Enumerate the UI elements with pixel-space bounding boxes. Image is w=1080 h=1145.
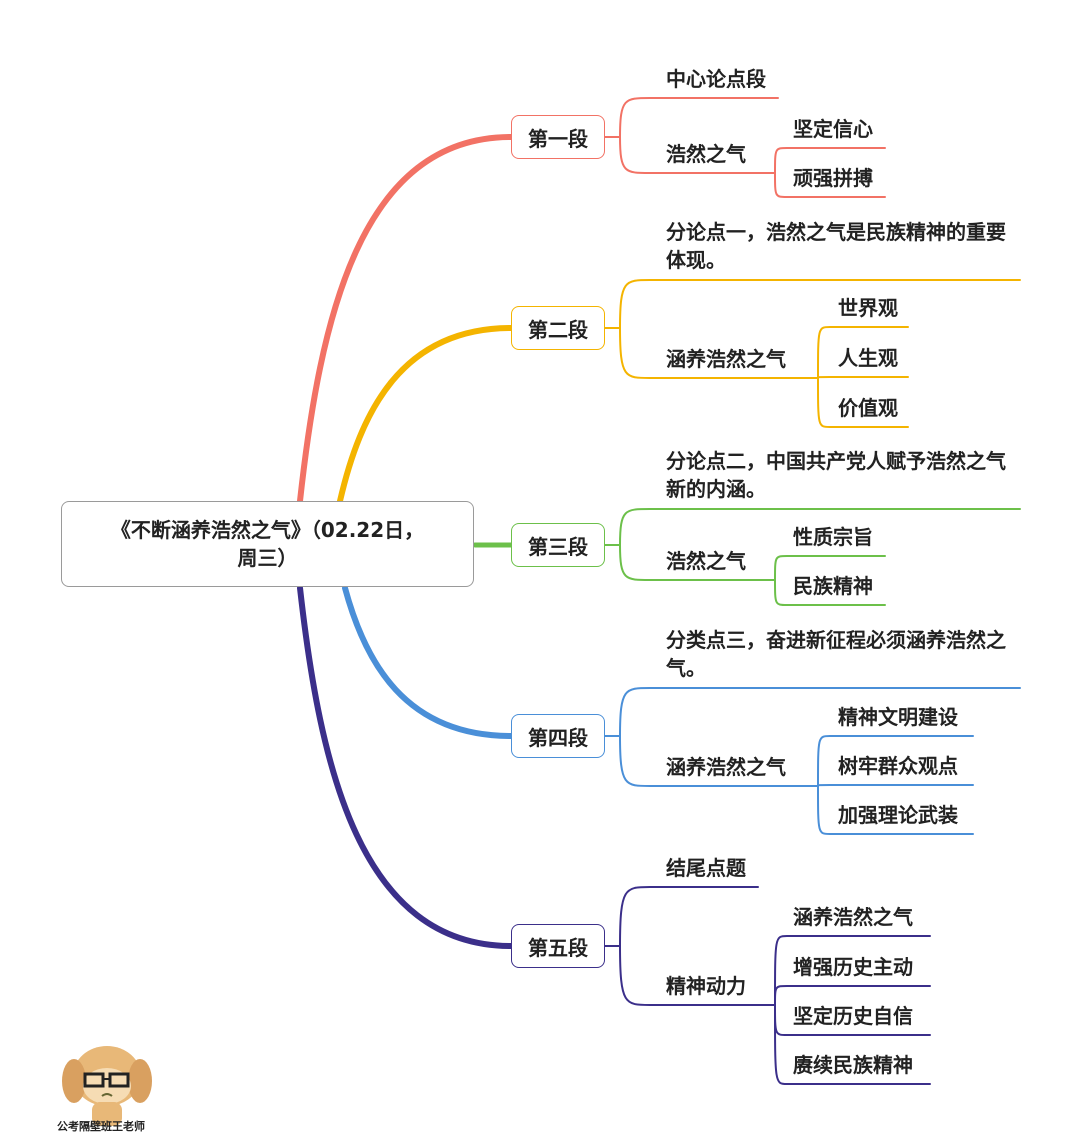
child-underline — [619, 136, 776, 174]
mascot-dog-logo — [62, 1046, 152, 1126]
section-label: 第五段 — [528, 935, 588, 960]
grandchild-underline — [774, 1004, 931, 1085]
grandchild-topic[interactable]: 涵养浩然之气 — [793, 905, 913, 929]
grandchild-topic[interactable]: 坚定信心 — [793, 117, 873, 141]
child-underline — [619, 97, 779, 138]
child-topic[interactable]: 浩然之气 — [666, 142, 746, 166]
child-underline — [619, 508, 1021, 546]
grandchild-underline — [817, 326, 909, 379]
child-underline — [619, 687, 1021, 737]
grandchild-underline — [774, 579, 886, 606]
branch-line — [342, 585, 514, 739]
grandchild-underline — [817, 735, 974, 787]
grandchild-underline — [817, 784, 974, 787]
grandchild-underline — [774, 985, 931, 1006]
grandchild-topic[interactable]: 价值观 — [838, 396, 898, 420]
grandchild-topic[interactable]: 世界观 — [838, 296, 898, 320]
child-underline — [619, 735, 819, 787]
grandchild-underline — [774, 172, 886, 198]
child-underline — [619, 544, 776, 581]
child-topic[interactable]: 分论点一，浩然之气是民族精神的重要体现。 — [666, 220, 1006, 272]
child-topic[interactable]: 中心论点段 — [666, 67, 766, 91]
grandchild-underline — [817, 377, 909, 428]
grandchild-topic[interactable]: 精神文明建设 — [838, 705, 958, 729]
grandchild-topic[interactable]: 顽强拼搏 — [793, 166, 873, 190]
child-underline — [619, 279, 1021, 329]
grandchild-topic[interactable]: 民族精神 — [793, 574, 873, 598]
watermark-caption: 公考隔壁班王老师 — [57, 1120, 145, 1133]
branch-line — [297, 585, 514, 949]
section-node-1[interactable]: 第一段 — [511, 115, 605, 159]
grandchild-topic[interactable]: 性质宗旨 — [793, 525, 873, 549]
grandchild-underline — [774, 555, 886, 581]
child-topic[interactable]: 精神动力 — [666, 974, 746, 998]
child-topic[interactable]: 涵养浩然之气 — [666, 755, 786, 779]
section-label: 第一段 — [528, 126, 588, 151]
branch-line — [297, 134, 514, 504]
root-title: 《不断涵养浩然之气》（02.22日，周三） — [110, 518, 425, 570]
branch-line — [337, 325, 514, 504]
section-label: 第四段 — [528, 725, 588, 750]
section-node-4[interactable]: 第四段 — [511, 714, 605, 758]
child-underline — [619, 327, 819, 379]
section-label: 第三段 — [528, 534, 588, 559]
grandchild-topic[interactable]: 增强历史主动 — [793, 955, 913, 979]
grandchild-underline — [817, 376, 909, 379]
section-label: 第二段 — [528, 317, 588, 342]
child-topic[interactable]: 浩然之气 — [666, 549, 746, 573]
section-node-5[interactable]: 第五段 — [511, 924, 605, 968]
grandchild-topic[interactable]: 加强理论武装 — [838, 803, 958, 827]
grandchild-underline — [774, 935, 931, 1006]
root-topic[interactable]: 《不断涵养浩然之气》（02.22日，周三） — [61, 501, 474, 587]
child-topic[interactable]: 涵养浩然之气 — [666, 347, 786, 371]
grandchild-topic[interactable]: 树牢群众观点 — [838, 754, 958, 778]
section-node-3[interactable]: 第三段 — [511, 523, 605, 567]
child-topic[interactable]: 分论点二，中国共产党人赋予浩然之气新的内涵。 — [666, 449, 1006, 501]
grandchild-topic[interactable]: 坚定历史自信 — [793, 1004, 913, 1028]
section-node-2[interactable]: 第二段 — [511, 306, 605, 350]
child-topic[interactable]: 分类点三，奋进新征程必须涵养浩然之气。 — [666, 628, 1006, 680]
grandchild-topic[interactable]: 赓续民族精神 — [793, 1053, 913, 1077]
grandchild-underline — [817, 785, 974, 835]
child-underline — [619, 945, 776, 1006]
grandchild-underline — [774, 147, 886, 174]
child-topic[interactable]: 结尾点题 — [666, 856, 746, 880]
child-underline — [619, 886, 759, 947]
grandchild-topic[interactable]: 人生观 — [838, 346, 898, 370]
